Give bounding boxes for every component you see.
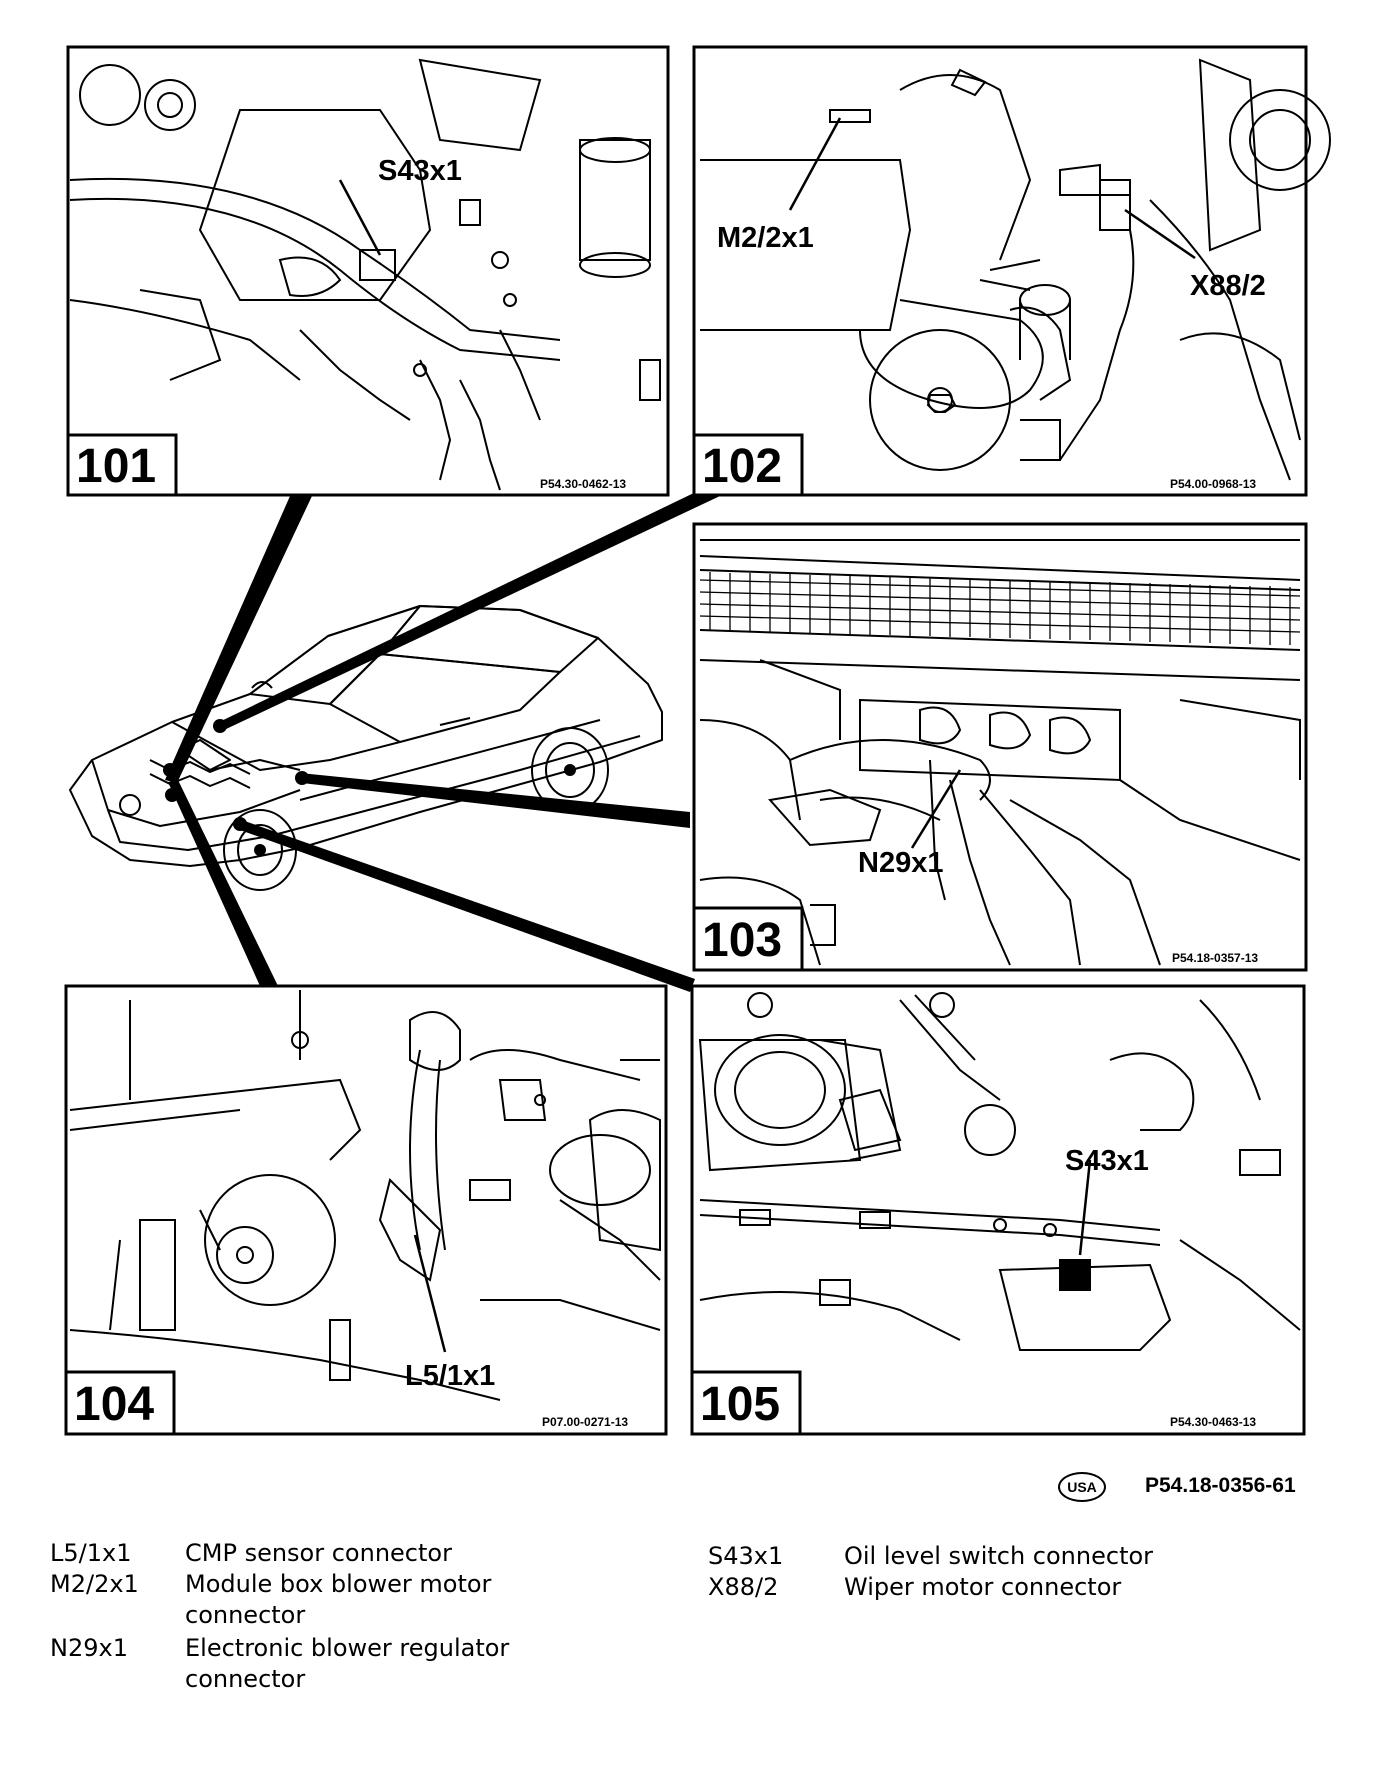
callout-leaders (413, 117, 1196, 1353)
callout-l51x1: L5/1x1 (405, 1360, 495, 1392)
legend-desc: Oil level switch connector (844, 1542, 1154, 1570)
leader-m22x1 (788, 117, 842, 211)
legend-code: S43x1 (708, 1542, 784, 1570)
legend-code: N29x1 (50, 1634, 128, 1662)
panel-numbers: 101 102 103 104 105 (74, 440, 782, 1431)
car-overview (69, 605, 663, 891)
panel-number-104: 104 (74, 1378, 154, 1431)
callout-n29x1: N29x1 (858, 847, 943, 879)
car-connector-dots (163, 719, 309, 831)
legend-code: X88/2 (708, 1573, 779, 1601)
locator-dot-104 (165, 788, 179, 802)
callout-s43x1-panel-101: S43x1 (378, 155, 462, 187)
leader-x882 (1124, 208, 1196, 260)
panel-number-105: 105 (700, 1378, 780, 1431)
cowl-grille (699, 572, 1301, 645)
callout-labels: S43x1 M2/2x1 X88/2 N29x1 L5/1x1 S43x1 (378, 155, 1266, 1392)
legend-code: L5/1x1 (50, 1539, 132, 1567)
panel-104-linework (69, 990, 661, 1401)
locator-dot-102 (213, 719, 227, 733)
panel-105 (690, 984, 1306, 1436)
locator-dot-103 (295, 771, 309, 785)
callout-x882: X88/2 (1190, 270, 1266, 302)
panel-101-linework (69, 58, 661, 491)
legend-desc: Wiper motor connector (844, 1573, 1122, 1601)
panel-ref-102: P54.00-0968-13 (1170, 477, 1256, 491)
panel-number-103: 103 (702, 914, 782, 967)
panel-ref-104: P07.00-0271-13 (542, 1415, 628, 1429)
panel-ref-103: P54.18-0357-13 (1172, 951, 1258, 965)
panel-102 (692, 45, 1331, 497)
panel-number-102: 102 (702, 440, 782, 493)
locator-dot-101 (163, 763, 177, 777)
leader-wedge-102 (215, 490, 720, 730)
legend-desc: CMP sensor connector (185, 1539, 452, 1567)
legend-desc-continued: connector (185, 1665, 306, 1693)
panel-refs: P54.30-0462-13 P54.00-0968-13 P54.18-035… (540, 477, 1258, 1429)
leader-wedge-104 (168, 780, 278, 986)
legend-right: S43x1 Oil level switch connector X88/2 W… (708, 1541, 1308, 1621)
callout-s43x1-panel-105: S43x1 (1065, 1145, 1149, 1177)
panel-104 (64, 984, 668, 1436)
panel-101 (66, 45, 670, 497)
leader-wedge-105 (236, 818, 695, 992)
panel-105-linework (698, 992, 1301, 1351)
callout-m22x1: M2/2x1 (717, 222, 814, 254)
legend-code: M2/2x1 (50, 1570, 139, 1598)
panel-103 (692, 522, 1308, 972)
sheet-reference: P54.18-0356-61 (1145, 1474, 1296, 1497)
panel-102-linework (700, 58, 1331, 481)
panel-103-linework (699, 539, 1301, 966)
legend-desc: Module box blower motor (185, 1570, 492, 1598)
locator-dot-105 (233, 817, 247, 831)
leader-wedge-103 (300, 773, 690, 828)
leader-wedges (165, 490, 720, 992)
leader-l51x1 (413, 1234, 447, 1353)
legend-left: L5/1x1 CMP sensor connector M2/2x1 Modul… (50, 1538, 610, 1758)
panel-number-101: 101 (76, 440, 156, 493)
leader-wedge-101 (165, 496, 312, 783)
legend-desc-continued: connector (185, 1601, 306, 1629)
legend-desc: Electronic blower regulator (185, 1634, 510, 1662)
panel-ref-105: P54.30-0463-13 (1170, 1415, 1256, 1429)
leader-n29x1 (910, 769, 962, 849)
panel-ref-101: P54.30-0462-13 (540, 477, 626, 491)
usa-region-badge: USA (1058, 1472, 1106, 1502)
